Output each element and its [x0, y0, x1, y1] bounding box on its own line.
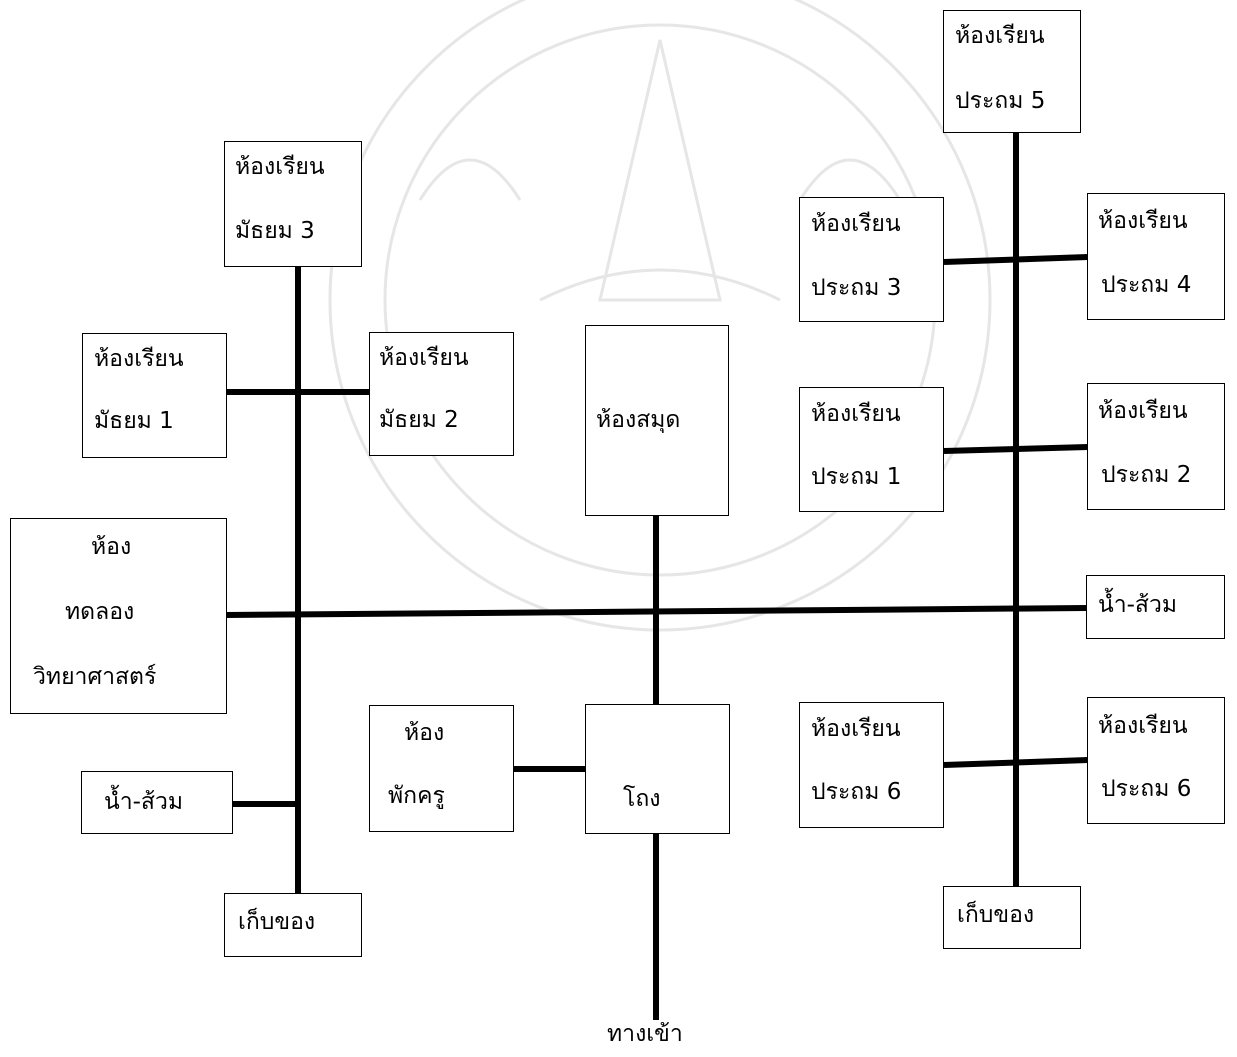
room-hall: โถง — [585, 704, 730, 834]
room-m1-line2: มัธยม 1 — [94, 408, 174, 434]
room-storage-left-label: เก็บของ — [238, 909, 316, 935]
room-storage-left: เก็บของ — [224, 893, 362, 957]
room-p1-line1: ห้องเรียน — [811, 401, 901, 427]
room-m3: ห้องเรียน มัธยม 3 — [224, 141, 362, 267]
room-library: ห้องสมุด — [585, 325, 729, 516]
room-m3-line2: มัธยม 3 — [235, 218, 315, 244]
room-p1-line2: ประถม 1 — [811, 464, 902, 490]
room-p4-line1: ห้องเรียน — [1098, 208, 1188, 234]
room-toilet-left: น้ำ-ส้วม — [81, 771, 233, 834]
room-teacher-line2: พักครู — [388, 783, 445, 809]
room-science-lab-line1: ห้อง — [91, 534, 132, 560]
room-p2-line2: ประถม 2 — [1101, 462, 1192, 488]
room-science-lab: ห้อง ทดลอง วิทยาศาสตร์ — [10, 518, 227, 714]
room-storage-right: เก็บของ — [943, 886, 1081, 949]
room-m1-line1: ห้องเรียน — [94, 346, 184, 372]
room-p6-left-line2: ประถม 6 — [811, 779, 902, 805]
room-p6-left: ห้องเรียน ประถม 6 — [799, 702, 944, 828]
room-toilet-right-label: น้ำ-ส้วม — [1098, 592, 1178, 618]
room-science-lab-line3: วิทยาศาสตร์ — [33, 664, 157, 690]
room-p6-right: ห้องเรียน ประถม 6 — [1087, 697, 1225, 824]
watermark-seal — [328, 0, 992, 632]
room-p5-line1: ห้องเรียน — [955, 23, 1045, 49]
room-p1: ห้องเรียน ประถม 1 — [799, 387, 944, 512]
room-p6-right-line1: ห้องเรียน — [1098, 713, 1188, 739]
room-teacher: ห้อง พักครู — [369, 705, 514, 832]
p6-connector — [943, 757, 1089, 768]
room-toilet-left-label: น้ำ-ส้วม — [104, 789, 184, 815]
room-m3-line1: ห้องเรียน — [235, 154, 325, 180]
room-science-lab-line2: ทดลอง — [65, 599, 135, 625]
room-toilet-right: น้ำ-ส้วม — [1086, 575, 1225, 639]
room-m2: ห้องเรียน มัธยม 2 — [369, 332, 514, 456]
room-p3-line1: ห้องเรียน — [811, 211, 901, 237]
room-p6-left-line1: ห้องเรียน — [811, 716, 901, 742]
room-p4: ห้องเรียน ประถม 4 — [1087, 193, 1225, 320]
room-teacher-line1: ห้อง — [404, 720, 445, 746]
room-p5: ห้องเรียน ประถม 5 — [943, 10, 1081, 133]
room-p3: ห้องเรียน ประถม 3 — [799, 197, 944, 322]
room-storage-right-label: เก็บของ — [957, 902, 1035, 928]
room-p5-line2: ประถม 5 — [955, 88, 1046, 114]
room-m1: ห้องเรียน มัธยม 1 — [82, 333, 227, 458]
room-library-label: ห้องสมุด — [596, 407, 681, 433]
room-p4-line2: ประถม 4 — [1101, 272, 1192, 298]
room-hall-label: โถง — [623, 786, 661, 812]
room-m2-line2: มัธยม 2 — [379, 407, 459, 433]
p1-p2-connector — [943, 444, 1089, 454]
entrance-label: ทางเข้า — [607, 1021, 683, 1047]
room-p2-line1: ห้องเรียน — [1098, 398, 1188, 424]
room-p6-right-line2: ประถม 6 — [1101, 776, 1192, 802]
room-m2-line1: ห้องเรียน — [379, 345, 469, 371]
p3-p4-connector — [943, 254, 1089, 265]
room-p2: ห้องเรียน ประถม 2 — [1087, 383, 1225, 510]
room-p3-line2: ประถม 3 — [811, 275, 902, 301]
